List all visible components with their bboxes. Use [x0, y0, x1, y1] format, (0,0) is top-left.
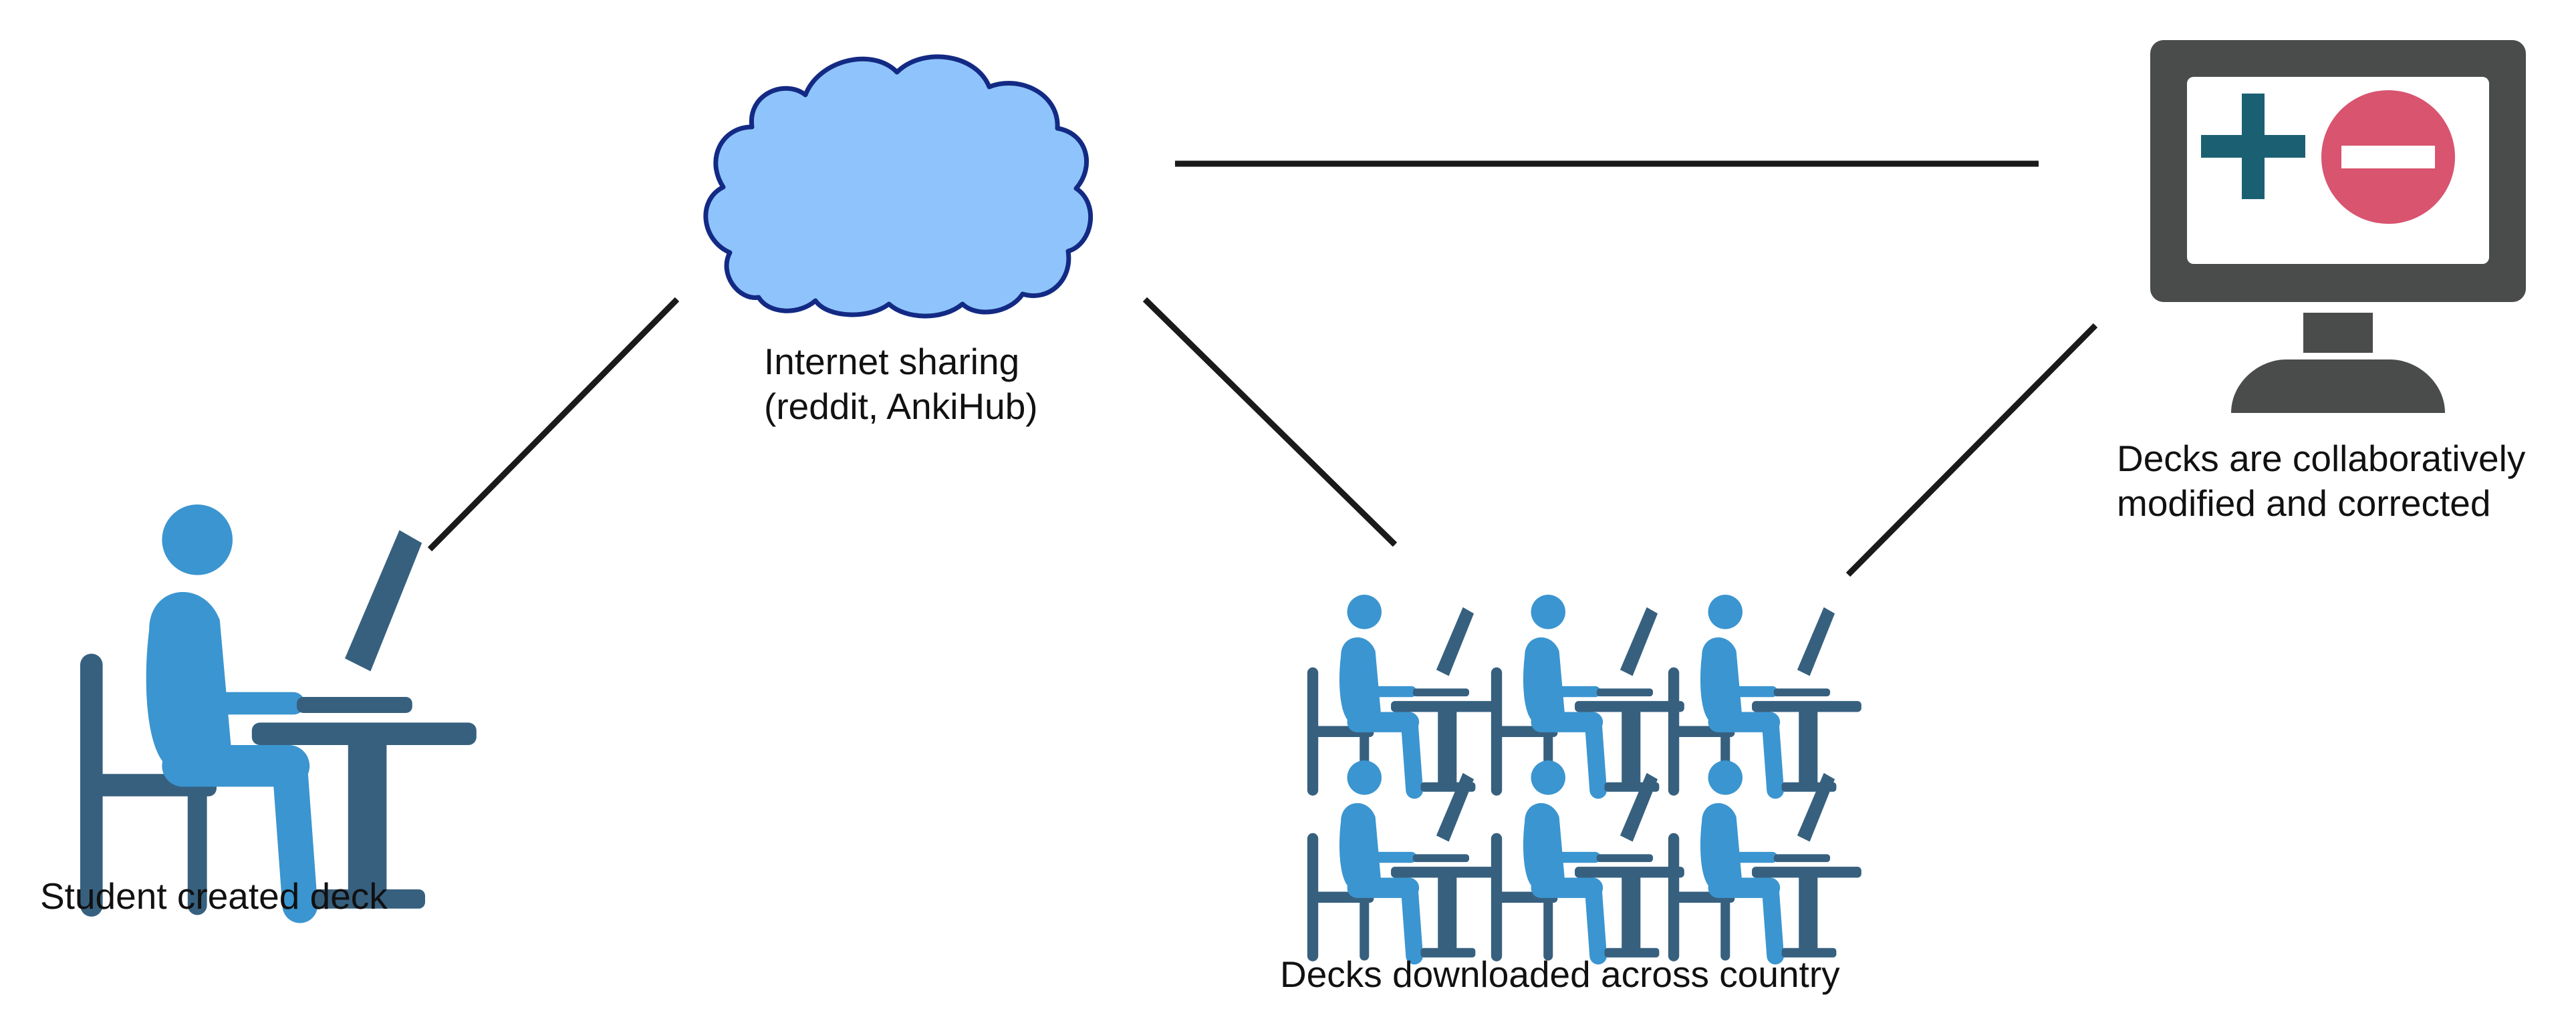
modified-label-line2: modified and corrected: [2117, 482, 2490, 524]
student-icon: [1497, 595, 1684, 792]
internet-label-line1: Internet sharing: [764, 341, 1019, 382]
student-node: Student created deck: [40, 504, 477, 917]
modified-node: Decks are collaboratively modified and c…: [2117, 40, 2536, 524]
svg-text:Decks are collaboratively: Decks are collaboratively modified and c…: [2117, 438, 2536, 524]
downloaded-node: Decks downloaded across country: [1280, 595, 1861, 995]
modified-label-line1: Decks are collaboratively: [2117, 438, 2526, 479]
monitor-icon: [2150, 40, 2526, 413]
downloaded-label: Decks downloaded across country: [1280, 954, 1840, 995]
arrow-student-to-internet: [427, 297, 680, 552]
student-at-desk-icon: [92, 504, 477, 909]
student-icon: [1313, 595, 1501, 792]
arrows: [427, 160, 2098, 577]
student-group-icon: [1313, 595, 1861, 958]
arrow-downloaded-to-modified: [1845, 323, 2098, 577]
internet-node: Internet sharing (reddit, AnkiHub): [703, 54, 1093, 427]
arrow-internet-to-downloaded: [1142, 297, 1398, 547]
minus-circle-icon: [2321, 90, 2455, 224]
internet-label-line2: (reddit, AnkiHub): [764, 386, 1038, 427]
cloud-icon: [703, 54, 1093, 319]
student-icon: [1674, 595, 1861, 792]
svg-text:Internet sharing (reddit: Internet sharing (reddit, AnkiHub): [764, 341, 1038, 427]
plus-icon: [2201, 94, 2305, 199]
student-label: Student created deck: [40, 875, 388, 917]
